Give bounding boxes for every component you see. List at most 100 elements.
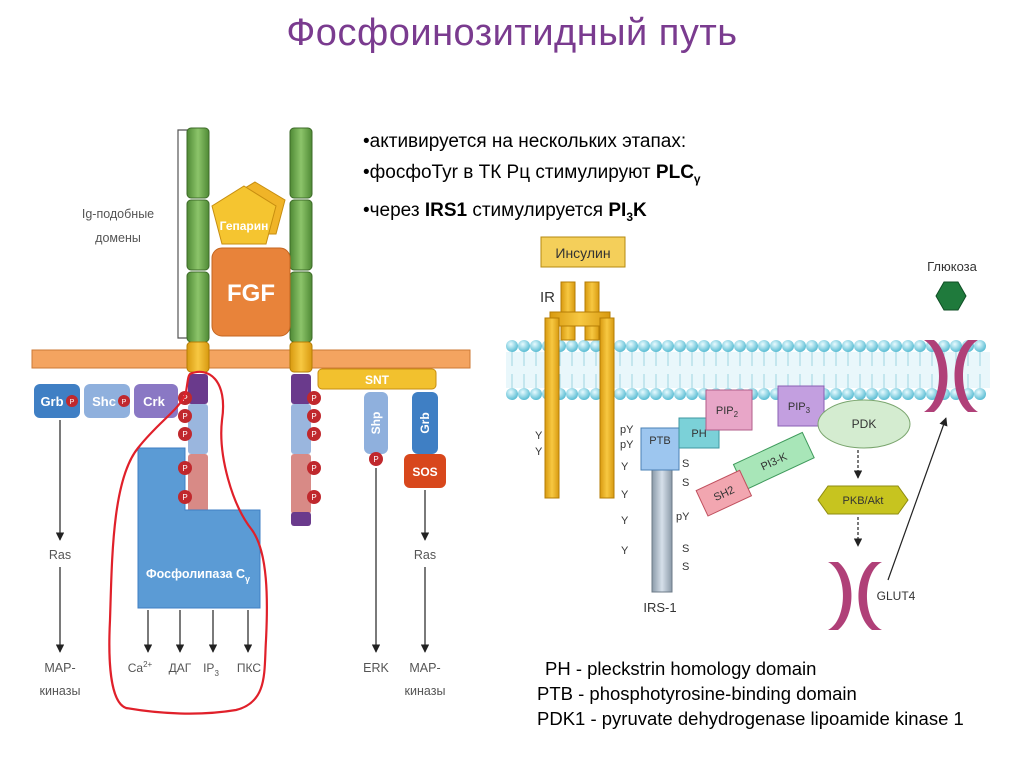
lipid-head [854,340,866,352]
irs-py-1: pY [676,511,690,523]
lipid-head [866,340,878,352]
ir-y-1: Y [535,430,543,442]
lipid-head [614,340,626,352]
map-label-2b: киназы [405,684,446,698]
svg-text:P: P [182,430,187,439]
shc-label: Shc [92,394,116,409]
ig-label-line2: домены [95,231,141,245]
lipid-head [530,340,542,352]
lipid-head [854,388,866,400]
ca-label: Ca2+ [128,660,153,675]
lipid-head [506,388,518,400]
shc-phospho: P [70,399,75,406]
irs1-label: IRS-1 [643,600,676,615]
bullet-3: •через IRS1 стимулируется PI3K [363,199,647,224]
receptor-1-kinase-domain [188,374,208,526]
phospholipase-c-gamma [137,447,261,609]
abbreviation-legend: PH - pleckstrin homology domain PTB - ph… [537,656,964,731]
lipid-head [638,340,650,352]
pip3-label: PIP3 [788,401,811,415]
lipid-head [830,340,842,352]
plc-label: Фосфолипаза Cγ [146,567,250,584]
lipid-head [506,340,518,352]
lipid-head [902,388,914,400]
bullet-2: •фосфоTyr в ТК Рц стимулируют PLCγ [363,162,701,186]
lipid-head [578,340,590,352]
receptor-1-transmembrane [186,341,210,373]
highlight-outline [108,370,269,715]
lipid-head [662,388,674,400]
crk-box [134,384,178,418]
lipid-head [566,388,578,400]
sos-box [404,454,446,488]
lipid-head [878,340,890,352]
erk-label: ERK [363,661,389,675]
ir-py-2: pY [620,439,634,451]
lipid-head [758,340,770,352]
ras-label-2: Ras [414,548,436,562]
lipid-head [842,340,854,352]
lipid-head [746,340,758,352]
svg-text:P: P [311,430,316,439]
lipid-head [566,340,578,352]
pip3-box [777,385,825,427]
heparin-shape [211,185,277,245]
lipid-head [590,340,602,352]
pkb-akt-box [817,485,909,515]
grb-box [34,384,80,418]
bilayer-tails [506,352,990,388]
lipid-head [950,340,962,352]
glucose-molecule [935,281,967,311]
shp-label: Shp [369,412,383,435]
glut-channel-membrane [924,340,978,412]
irs-y-2: Y [621,489,629,501]
receptor-2-transmembrane [289,341,313,373]
lipid-head [974,340,986,352]
receptor-2-kinase-domain [291,374,311,526]
insulin-box [540,236,626,268]
lipid-head [710,340,722,352]
arrow-glut4-membrane [887,417,948,581]
ras-label-1: Ras [49,548,71,562]
lipid-head [902,340,914,352]
svg-text:P: P [311,394,316,403]
insulin-receptor-diagram: Инсулин IR Y Y pY pY Y Y Y Y S S pY S S … [506,236,990,630]
insulin-label: Инсулин [555,245,610,261]
bullet-list: •активируется на нескольких этапах: •фос… [363,126,701,233]
irs-s-1: S [682,458,689,470]
pkb-label: PKB/Akt [843,495,884,507]
glut4-transporter [828,562,882,630]
pip2-box [705,389,753,431]
receptor-2-ig-domains [289,127,313,343]
sh2-box: SH2 [695,469,753,517]
lipid-head [674,340,686,352]
grb2-box [412,392,438,454]
lipid-head [662,340,674,352]
map-label-1b: киназы [40,684,81,698]
crk-phospho: P [122,399,127,406]
svg-text:P: P [311,464,316,473]
lipid-head [686,340,698,352]
fgf-ligand [211,247,291,337]
lipid-head [638,388,650,400]
lipid-head [614,388,626,400]
ptb-label: PTB [649,435,670,447]
irs-y-1: Y [621,461,629,473]
lipid-head [650,388,662,400]
glut4-label: GLUT4 [877,589,916,603]
lipid-head [686,388,698,400]
lipid-head [830,388,842,400]
lipid-head [818,340,830,352]
lipid-head [650,340,662,352]
lipid-head [626,388,638,400]
lipid-head [626,340,638,352]
ig-bracket [177,129,190,339]
lipid-head [806,340,818,352]
glucose-label: Глюкоза [927,259,978,274]
lipid-head [842,388,854,400]
lipid-head [734,340,746,352]
pi3k-box: PI3-K [732,431,815,491]
lipid-head [530,388,542,400]
svg-text:P: P [182,464,187,473]
bullet-1: •активируется на нескольких этапах: [363,131,687,152]
